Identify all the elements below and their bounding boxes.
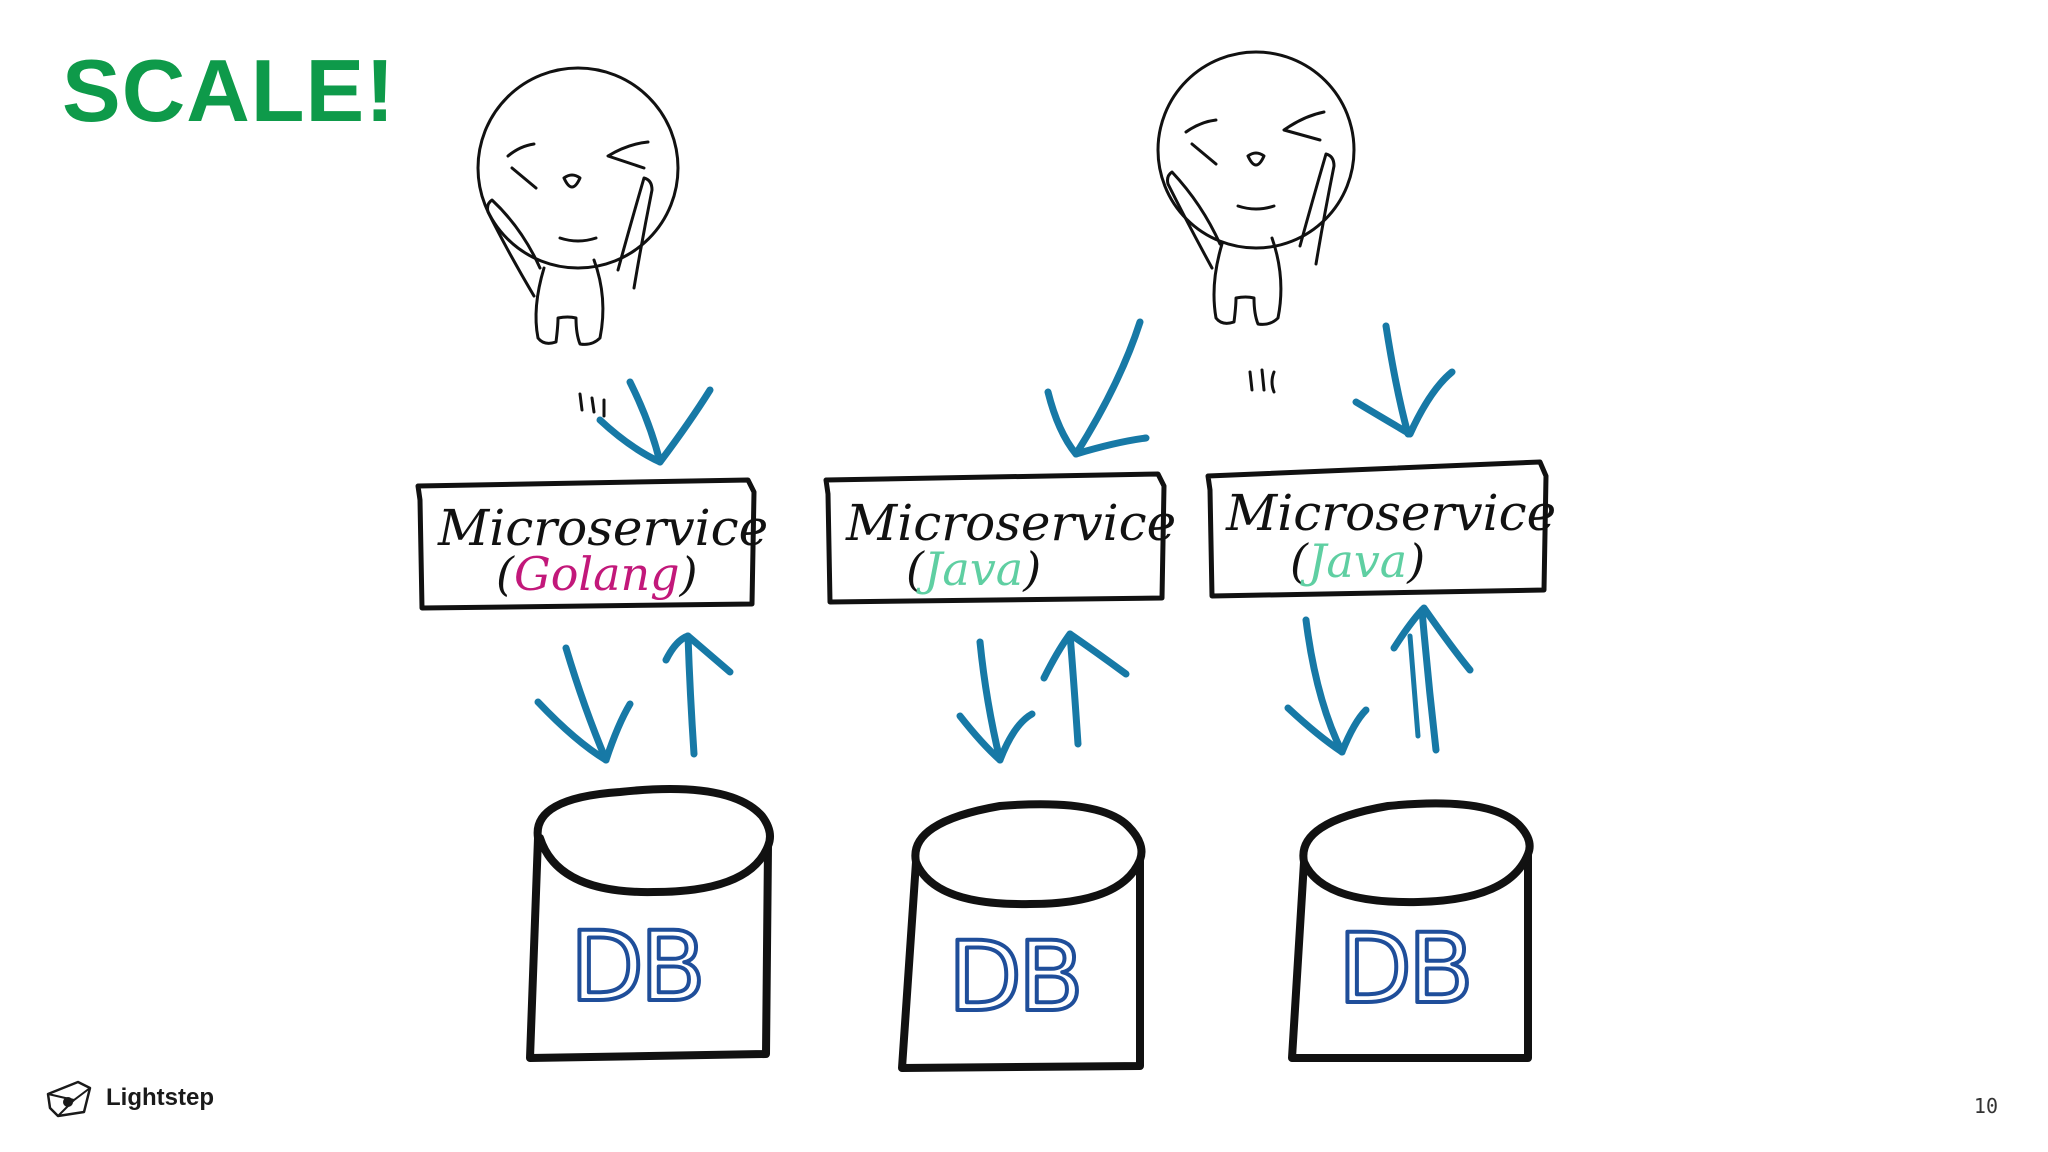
arrow-up-icon xyxy=(684,632,698,758)
page-number: 10 xyxy=(1973,1094,1998,1118)
database-3: DB xyxy=(1288,799,1534,1062)
service-language: Java xyxy=(1300,534,1407,588)
arrow-down-icon xyxy=(1302,616,1346,756)
user-figure-right xyxy=(1156,50,1356,394)
arrow-down-icon xyxy=(562,644,610,764)
database-2: DB xyxy=(898,800,1146,1072)
arrow-up-icon xyxy=(1066,630,1082,748)
db-arrows xyxy=(534,604,1474,764)
arrow-icon xyxy=(1044,388,1150,458)
arrow-icon xyxy=(1352,368,1456,438)
db-label: DB xyxy=(1338,913,1470,1025)
arrow-down-icon xyxy=(976,638,1004,764)
service-box-java-2: Microservice (Java) xyxy=(1205,459,1556,599)
svg-text:(Java): (Java) xyxy=(906,542,1041,596)
service-language: Java xyxy=(916,542,1023,596)
service-box-java-1: Microservice (Java) xyxy=(823,471,1176,605)
arrow-icon xyxy=(1072,318,1144,458)
arrow-icon xyxy=(1382,322,1412,438)
db-label: DB xyxy=(570,911,702,1023)
db-label: DB xyxy=(948,921,1080,1033)
service-box-golang: Microservice (Golang) xyxy=(415,477,768,611)
arrow-up-icon xyxy=(1418,606,1440,754)
service-name: Microservice xyxy=(437,499,768,557)
database-1: DB xyxy=(526,785,774,1062)
brand-logo: Lightstep xyxy=(44,1078,214,1118)
brand-name: Lightstep xyxy=(106,1084,214,1111)
service-name: Microservice xyxy=(845,494,1176,552)
request-arrows xyxy=(596,318,1456,466)
slide-title: SCALE! xyxy=(62,41,396,140)
lightstep-logo-icon xyxy=(46,1080,92,1118)
arrow-icon xyxy=(626,378,664,466)
service-language: Golang xyxy=(514,547,680,601)
svg-text:(Java): (Java) xyxy=(1290,534,1425,588)
arrow-icon xyxy=(596,386,714,466)
user-figure-left xyxy=(476,66,680,418)
service-name: Microservice xyxy=(1225,484,1556,542)
svg-text:(Golang): (Golang) xyxy=(496,547,698,601)
